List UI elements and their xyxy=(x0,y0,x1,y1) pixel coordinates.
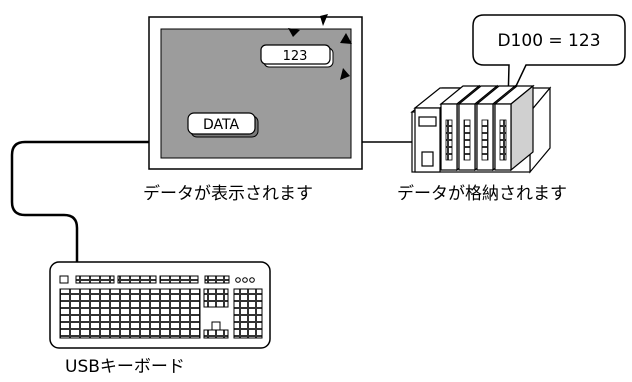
value-display-box xyxy=(260,44,331,65)
plc-caption: データが格納されます xyxy=(397,184,567,204)
plc-callout-text: D100 = 123 xyxy=(497,31,600,51)
value-display-text: 123 xyxy=(283,49,308,64)
keyboard-caption: USBキーボード xyxy=(65,357,185,377)
usb-cable xyxy=(10,140,150,262)
plc-callout xyxy=(472,14,626,104)
plc-unit xyxy=(410,84,552,174)
refresh-arrows-icon xyxy=(288,14,352,80)
usb-keyboard xyxy=(49,261,271,349)
data-button-label: DATA xyxy=(203,117,239,133)
plc-cpu-module xyxy=(413,87,466,173)
display-caption: データが表示されます xyxy=(143,184,313,204)
plc-io-module xyxy=(493,84,535,172)
data-button[interactable] xyxy=(187,112,256,135)
display-panel xyxy=(148,14,363,170)
